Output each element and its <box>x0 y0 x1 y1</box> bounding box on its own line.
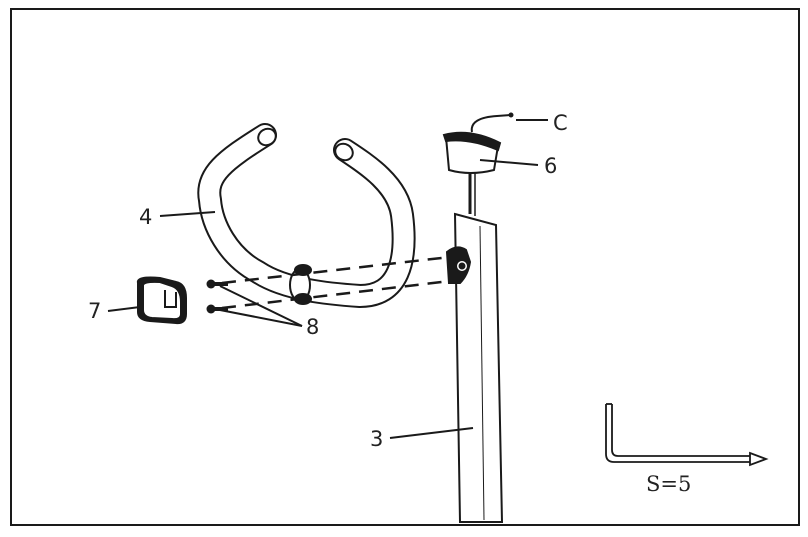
callout-4: 4 <box>139 205 152 229</box>
cable-c <box>468 112 514 216</box>
callout-7: 7 <box>88 299 101 323</box>
post-mounting-bracket <box>445 246 472 284</box>
callout-8: 8 <box>306 315 319 339</box>
callout-6: 6 <box>544 154 557 178</box>
alignment-dashes <box>221 255 451 310</box>
handlebar-part-4 <box>197 123 416 308</box>
callout-3: 3 <box>370 427 383 451</box>
allen-key-icon <box>605 403 769 467</box>
end-cap-part-7 <box>136 276 187 325</box>
diagram-frame <box>10 8 800 526</box>
handlebar-clamp <box>289 264 312 305</box>
tool-size-label: S=5 <box>646 472 691 496</box>
leader-lines <box>107 119 548 439</box>
top-cap-part-6 <box>442 131 502 174</box>
bolts-part-8 <box>206 279 228 314</box>
upright-post-part-3 <box>453 212 504 523</box>
callout-c: C <box>553 111 568 135</box>
